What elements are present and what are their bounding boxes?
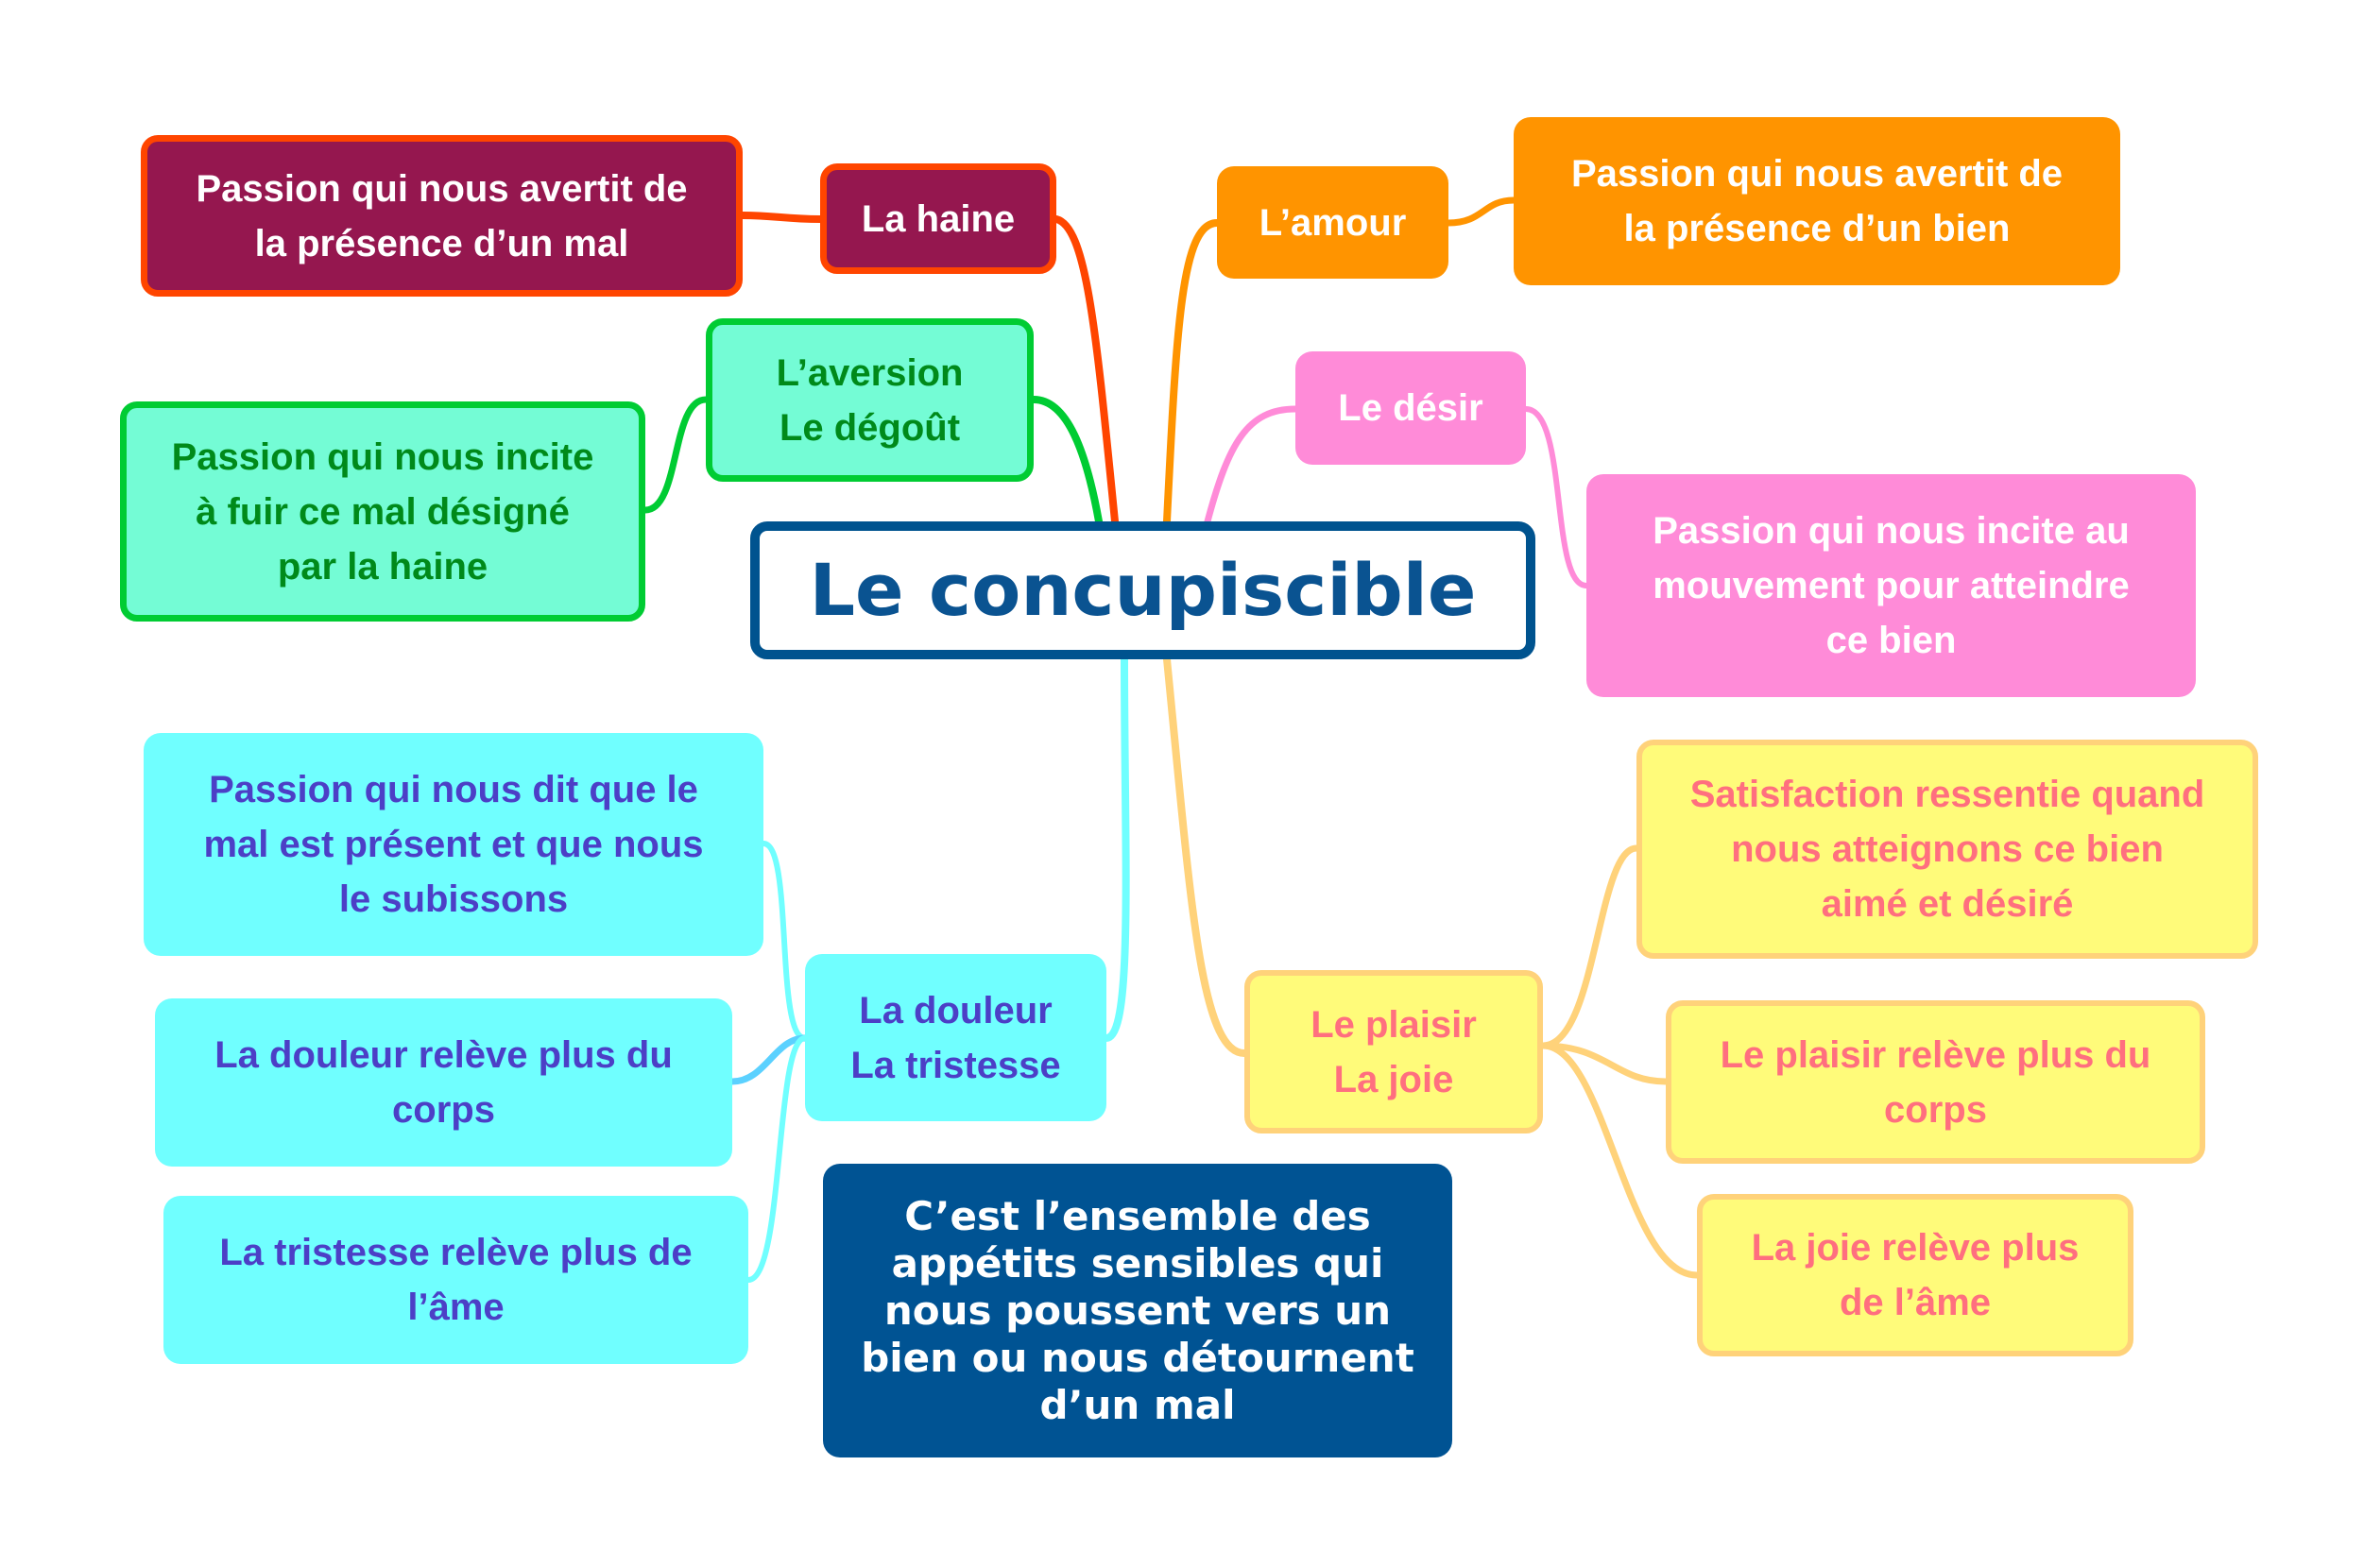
topic-douleur-tristesse[interactable]: La douleur La tristesse bbox=[805, 954, 1106, 1121]
definition-note[interactable]: C’est l’ensemble des appétits sensibles … bbox=[823, 1164, 1452, 1457]
link-aversion-detail bbox=[642, 396, 710, 514]
subtopic-desir-definition[interactable]: Passion qui nous incite au mouvement pou… bbox=[1586, 474, 2196, 697]
central-topic[interactable]: Le concupiscible bbox=[750, 521, 1535, 659]
topic-amour[interactable]: L’amour bbox=[1217, 166, 1448, 279]
subtopic-plaisir-corps[interactable]: Le plaisir relève plus du corps bbox=[1666, 1000, 2205, 1164]
link-aversion bbox=[1030, 396, 1103, 525]
link-desir bbox=[1204, 405, 1299, 525]
link-desir-detail bbox=[1523, 406, 1589, 588]
subtopic-joie-ame[interactable]: La joie relève plus de l’âme bbox=[1697, 1194, 2133, 1356]
link-haine bbox=[1053, 215, 1119, 525]
link-plaisir bbox=[1163, 656, 1248, 1057]
subtopic-haine-definition[interactable]: Passion qui nous avertit de la présence … bbox=[141, 135, 743, 297]
topic-plaisir-joie[interactable]: Le plaisir La joie bbox=[1244, 970, 1543, 1133]
link-amour bbox=[1163, 219, 1221, 525]
subtopic-douleur-corps[interactable]: La douleur relève plus du corps bbox=[155, 998, 732, 1167]
topic-aversion[interactable]: L’aversion Le dégoût bbox=[706, 318, 1034, 482]
link-douleur bbox=[1103, 656, 1130, 1042]
link-douleur-detail-2 bbox=[728, 1034, 809, 1085]
subtopic-douleur-definition[interactable]: Passion qui nous dit que le mal est prés… bbox=[144, 733, 763, 956]
link-plaisir-detail-1 bbox=[1539, 844, 1640, 1049]
link-haine-detail bbox=[739, 212, 824, 223]
topic-desir[interactable]: Le désir bbox=[1295, 351, 1526, 465]
subtopic-aversion-definition[interactable]: Passion qui nous incite à fuir ce mal dé… bbox=[120, 401, 645, 622]
subtopic-amour-definition[interactable]: Passion qui nous avertit de la présence … bbox=[1514, 117, 2120, 285]
subtopic-plaisir-definition[interactable]: Satisfaction ressentie quand nous atteig… bbox=[1636, 740, 2258, 959]
link-douleur-detail-1 bbox=[761, 841, 808, 1041]
link-plaisir-detail-2 bbox=[1539, 1042, 1670, 1085]
link-douleur-detail-3 bbox=[745, 1035, 808, 1283]
topic-la-haine[interactable]: La haine bbox=[820, 163, 1056, 274]
link-plaisir-detail-3 bbox=[1539, 1042, 1701, 1279]
subtopic-tristesse-ame[interactable]: La tristesse relève plus de l’âme bbox=[163, 1196, 748, 1364]
link-amour-detail bbox=[1445, 196, 1517, 227]
